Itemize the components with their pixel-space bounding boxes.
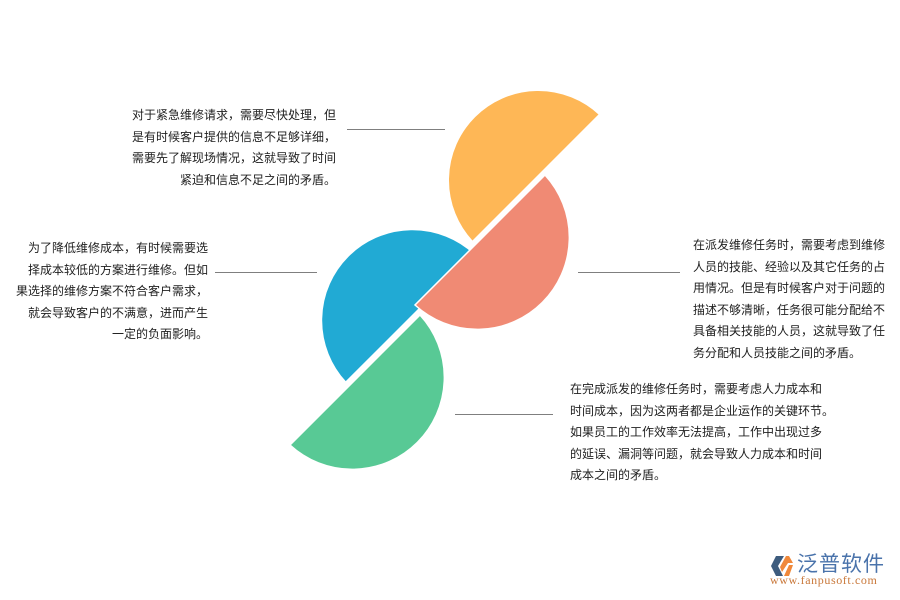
callout-line: 时间成本，因为这两者都是企业运作的关键环节。 (570, 403, 835, 418)
callout-task-dispatch: 在派发维修任务时，需要考虑到维修 人员的技能、经验以及其它任务的占 用情况。但是… (693, 235, 893, 364)
fanpu-logo-icon (771, 556, 793, 576)
fanpu-logo: 泛普软件 www.fanpusoft.com (768, 552, 896, 588)
callout-line: 在完成派发的维修任务时，需要考虑人力成本和 (570, 382, 823, 396)
callout-line: 在派发维修任务时，需要考虑到维修 (693, 238, 886, 252)
callout-line: 需要先了解现场情况，这就导致了时间 (131, 151, 336, 165)
semicircle-orange (447, 89, 601, 243)
logo-icon-accent-part (780, 556, 793, 572)
callout-repair-cost: 为了降低维修成本，有时候需要选 择成本较低的方案进行维修。但如 果选择的维修方案… (0, 238, 208, 346)
callout-line: 具备相关技能的人员，这就导致了任 (693, 324, 886, 338)
connector-line-orange (347, 129, 445, 130)
semicircle-green (288, 313, 446, 471)
connector-line-green (455, 414, 553, 415)
connector-line-salmon (578, 272, 680, 273)
callout-line: 的延误、漏洞等问题，就会导致人力成本和时间 (570, 446, 823, 461)
callout-line: 人员的技能、经验以及其它任务的占 (693, 259, 886, 274)
callout-line: 对于紧急维修请求，需要尽快处理，但 (131, 108, 336, 122)
semicircle-blue (320, 228, 476, 384)
callout-line: 成本之间的矛盾。 (570, 468, 667, 482)
callout-line: 如果员工的工作效率无法提高，工作中出现过多 (570, 425, 823, 439)
logo-website-url: www.fanpusoft.com (770, 573, 878, 587)
callout-line: 一定的负面影响。 (111, 327, 208, 341)
callout-line: 就会导致客户的不满意，进而产生 (27, 305, 208, 320)
callout-urgent-repair: 对于紧急维修请求，需要尽快处理，但 是有时候客户提供的信息不足够详细， 需要先了… (100, 105, 336, 191)
logo-icon-dark-part (771, 556, 784, 576)
callout-line: 用情况。但是有时候客户对于问题的 (693, 281, 886, 295)
callout-line: 择成本较低的方案进行维修。但如 (27, 262, 208, 277)
callout-line: 果选择的维修方案不符合客户需求， (15, 284, 208, 298)
callout-line: 务分配和人员技能之间的矛盾。 (693, 345, 862, 360)
logo-icon-accent-tail (784, 565, 793, 576)
callout-line: 紧迫和信息不足之间的矛盾。 (179, 172, 336, 187)
logo-brand-name: 泛普软件 (797, 552, 885, 576)
callout-line: 是有时候客户提供的信息不足够详细， (131, 129, 336, 144)
callout-line: 描述不够清晰，任务很可能分配给不 (693, 302, 886, 317)
callout-labor-time-cost: 在完成派发的维修任务时，需要考虑人力成本和 时间成本，因为这两者都是企业运作的关… (570, 379, 840, 487)
callout-line: 为了降低维修成本，有时候需要选 (27, 241, 208, 255)
connector-line-blue (215, 272, 317, 273)
semicircle-salmon (413, 173, 571, 331)
